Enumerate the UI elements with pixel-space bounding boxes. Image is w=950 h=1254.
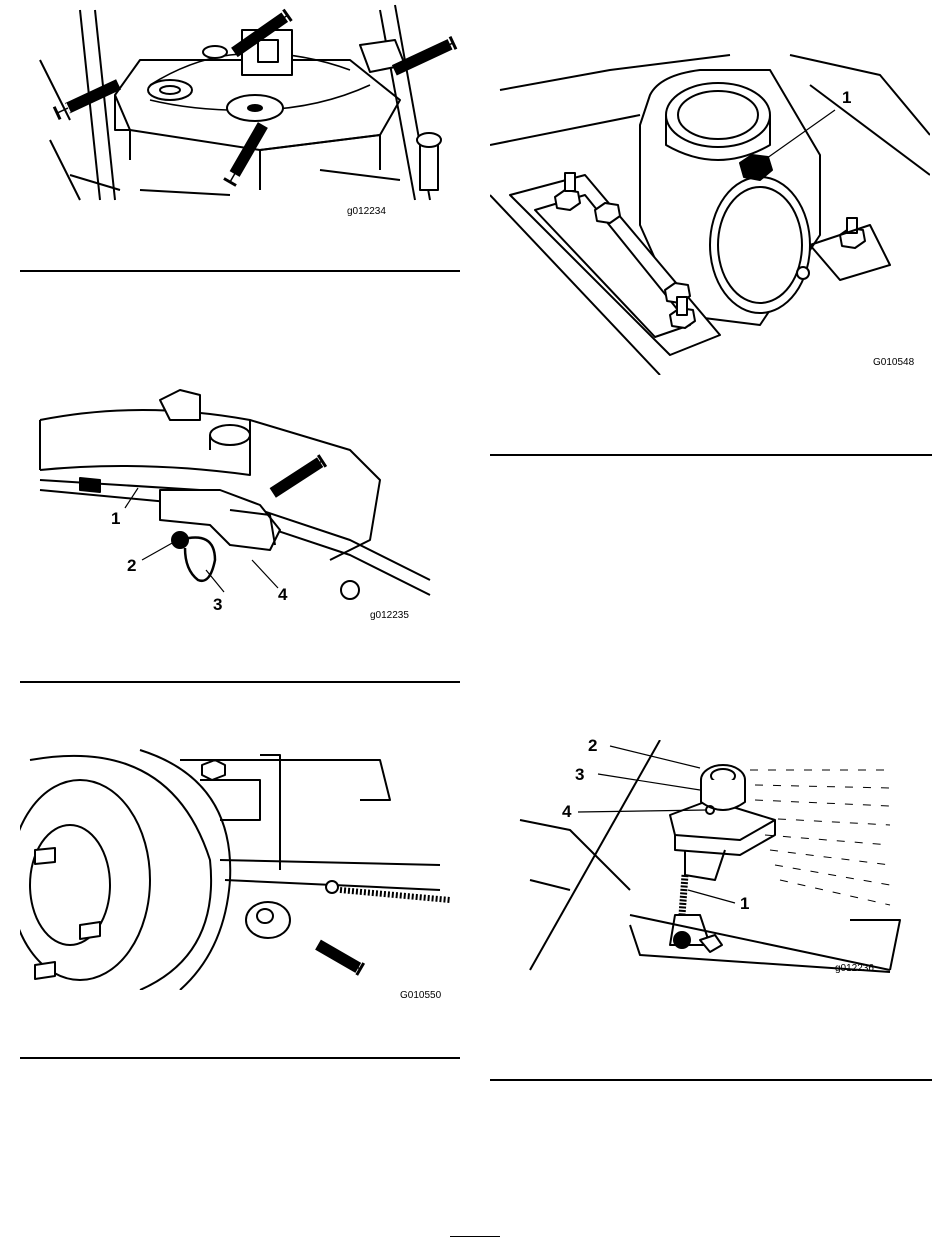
callout-4: 4 — [562, 802, 571, 822]
page-number-rule — [450, 1236, 500, 1237]
leader-line-3 — [206, 570, 224, 592]
height-adjuster-illustration — [510, 740, 910, 980]
figure-gearbox — [490, 15, 930, 375]
deck-illustration — [20, 0, 460, 230]
figure-deck-grease-points — [20, 0, 460, 230]
leader-line-2 — [142, 542, 174, 560]
figure-divider — [490, 454, 932, 456]
callout-1: 1 — [111, 509, 120, 529]
callout-3: 3 — [575, 765, 584, 785]
figure-divider — [490, 1079, 932, 1081]
wheel-hub-illustration — [20, 740, 460, 990]
leader-line-3 — [598, 774, 700, 790]
figure-divider — [20, 681, 460, 683]
figure-code: g012236 — [835, 963, 874, 974]
figure-divider — [20, 270, 460, 272]
callout-1: 1 — [740, 894, 749, 914]
figure-divider — [20, 1057, 460, 1059]
callout-2: 2 — [127, 556, 136, 576]
callout-4: 4 — [278, 585, 287, 605]
figure-wheel-hub — [20, 740, 460, 990]
figure-code: g012235 — [370, 610, 409, 621]
leader-line-1 — [688, 890, 735, 903]
leader-line-4 — [252, 560, 278, 588]
figure-code: g012234 — [347, 206, 386, 217]
callout-2: 2 — [588, 736, 597, 756]
callout-1: 1 — [842, 88, 851, 108]
gearbox-illustration — [490, 15, 930, 375]
figure-height-adjuster — [510, 740, 910, 980]
idler-pin-illustration — [20, 380, 460, 620]
callout-3: 3 — [213, 595, 222, 615]
figure-idler-pin — [20, 380, 460, 620]
figure-code: G010548 — [873, 357, 914, 368]
figure-code: G010550 — [400, 990, 441, 1001]
